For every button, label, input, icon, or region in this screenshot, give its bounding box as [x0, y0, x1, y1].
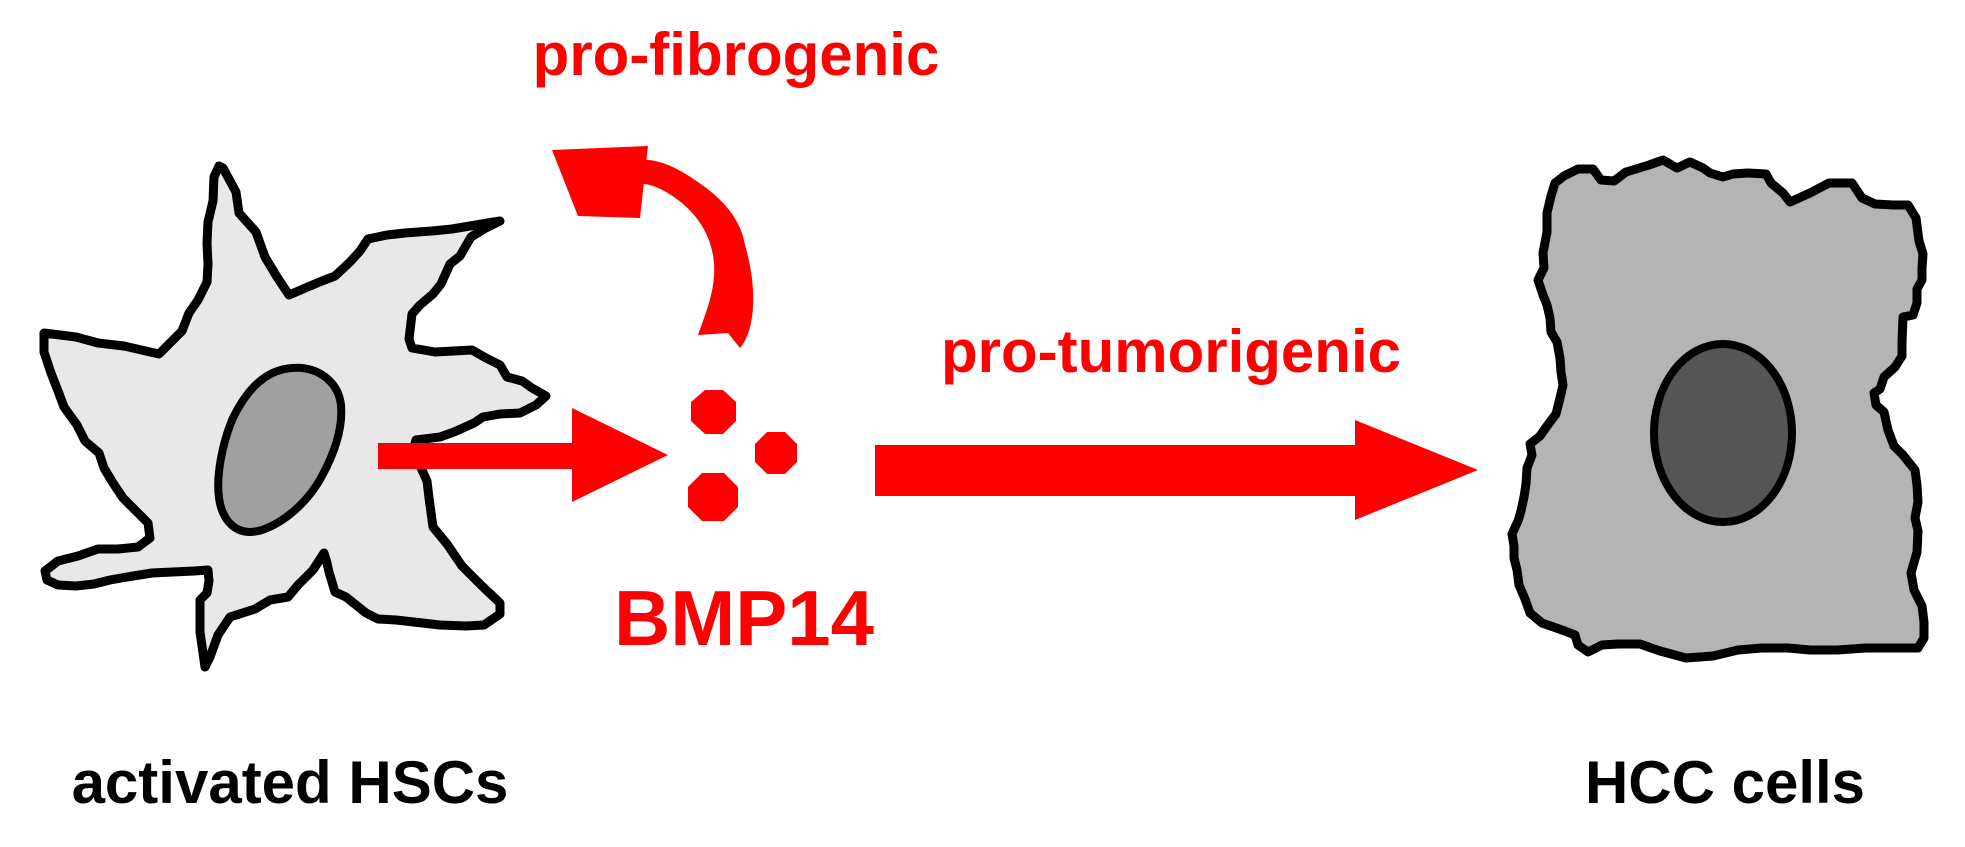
secretion-arrow: [378, 408, 668, 502]
autocrine-arrow-shaft: [628, 159, 747, 335]
paracrine-arrow: [875, 420, 1478, 520]
bmp14-molecule: [755, 432, 797, 474]
autocrine-feedback-arrow: [552, 146, 754, 348]
hsc-nucleus: [214, 363, 346, 536]
activated-hsc-cell: [39, 161, 551, 672]
pro-tumorigenic-label: pro-tumorigenic: [941, 318, 1401, 385]
bmp14-molecules: [688, 390, 797, 521]
autocrine-arrow-head: [552, 146, 648, 218]
hcc-nucleus: [1650, 340, 1796, 526]
pro-fibrogenic-label: pro-fibrogenic: [533, 21, 940, 88]
hcc-cells-label: HCC cells: [1585, 749, 1865, 816]
bmp14-molecule: [691, 390, 736, 434]
bmp14-label: BMP14: [614, 574, 874, 662]
autocrine-arrow-tail: [728, 245, 754, 348]
bmp14-molecule: [688, 473, 738, 521]
activated-hscs-label: activated HSCs: [72, 749, 509, 816]
hcc-cell: [1507, 155, 1929, 663]
